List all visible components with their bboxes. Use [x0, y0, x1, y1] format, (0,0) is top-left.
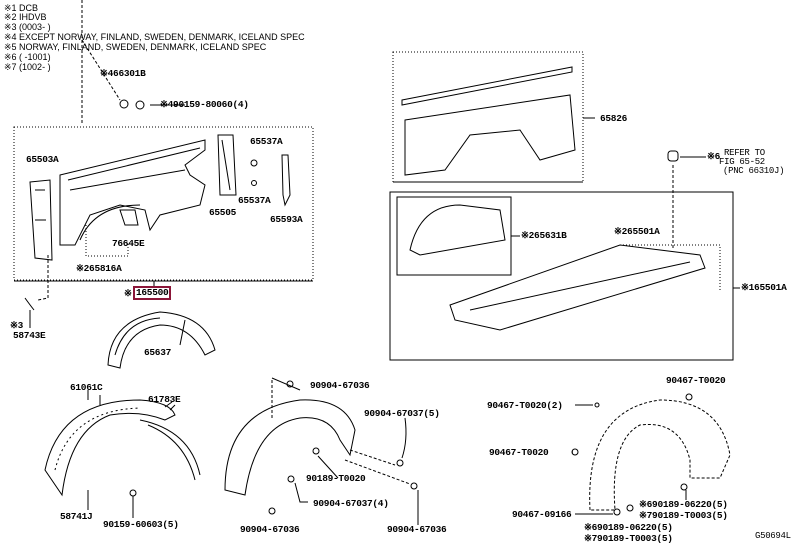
part-label-265631B[interactable]: ※265631B: [521, 230, 567, 241]
refer-note: ※6: [707, 151, 721, 162]
part-label-76645E[interactable]: 76645E: [112, 238, 145, 249]
part-label-90904-67036[interactable]: 90904-67036: [310, 380, 370, 391]
part-label-265501A[interactable]: ※265501A: [614, 226, 660, 237]
part-label-90467-T0020-2[interactable]: 90467-T0020(2): [487, 400, 563, 411]
part-label-165500-prefix: ※: [124, 288, 132, 299]
diagram-code: G50694L: [755, 531, 791, 541]
part-label-90904-67037-5[interactable]: 90904-67037(5): [364, 408, 440, 419]
part-label-58743E[interactable]: 58743E: [13, 330, 46, 341]
part-label-790189-T0003-bottom[interactable]: ※790189-T0003(5): [584, 533, 673, 544]
part-label-65505[interactable]: 65505: [209, 207, 237, 218]
part-note-58743E: ※3: [10, 320, 24, 331]
part-label-65593A[interactable]: 65593A: [270, 214, 303, 225]
part-label-65637[interactable]: 65637: [144, 347, 172, 358]
wheel-liner-rear: [571, 393, 731, 516]
part-label-90904-67036-c[interactable]: 90904-67036: [387, 524, 447, 535]
part-label-90467-T0020-top[interactable]: 90467-T0020: [666, 375, 726, 386]
note-6: ※6 ( -1001): [4, 52, 51, 62]
part-label-90189-T0020[interactable]: 90189-T0020: [306, 473, 366, 484]
note-1: ※1 DCB: [4, 3, 39, 13]
part-label-90159-60603[interactable]: 90159-60603(5): [103, 519, 179, 530]
part-label-265816A[interactable]: ※265816A: [76, 263, 122, 274]
bed-floor-box: [389, 191, 740, 361]
bed-side-box: [392, 51, 595, 183]
note-2: ※2 IHDVB: [4, 12, 47, 22]
wheel-liner-65637: [107, 311, 216, 369]
note-7: ※7 (1002- ): [4, 62, 51, 72]
part-label-61783E[interactable]: 61783E: [148, 394, 181, 405]
panel-65505: [217, 134, 237, 196]
part-label-490159-80060[interactable]: ※490159-80060(4): [160, 99, 249, 110]
part-label-165500-highlighted[interactable]: 165500: [133, 286, 172, 300]
part-label-690189-06220-bottom[interactable]: ※690189-06220(5): [584, 522, 673, 533]
rear-fender-panel: [59, 139, 206, 246]
grommet-65537A-2: [251, 180, 257, 186]
clip-icon: [119, 99, 145, 110]
fender-group-box: [13, 126, 314, 287]
refer-line-2[interactable]: FIG 65-52: [719, 157, 765, 167]
refer-line-1: REFER TO: [724, 148, 765, 158]
strip-65593A: [281, 154, 291, 207]
part-label-90467-09166[interactable]: 90467-09166: [512, 509, 572, 520]
part-label-790189-T0003-right[interactable]: ※790189-T0003(5): [639, 510, 728, 521]
part-label-65537A-2[interactable]: 65537A: [238, 195, 271, 206]
wheel-liner-front: [224, 377, 419, 525]
refer-line-3: (PNC 66310J): [723, 166, 785, 176]
clip-refer: [667, 150, 706, 250]
part-label-65826[interactable]: 65826: [600, 113, 628, 124]
bracket-76645E: [119, 209, 139, 226]
part-label-90467-T0020-mid[interactable]: 90467-T0020: [489, 447, 549, 458]
note-5: ※5 NORWAY, FINLAND, SWEDEN, DENMARK, ICE…: [4, 42, 267, 52]
part-label-165501A[interactable]: ※165501A: [741, 282, 787, 293]
panel-65503A: [29, 179, 53, 261]
part-label-90904-67037-4[interactable]: 90904-67037(4): [313, 498, 389, 509]
part-label-65537A[interactable]: 65537A: [250, 136, 283, 147]
part-label-690189-06220-right[interactable]: ※690189-06220(5): [639, 499, 728, 510]
part-label-65503A[interactable]: 65503A: [26, 154, 59, 165]
part-58743E: [24, 297, 35, 311]
fender-flare-61061C: [44, 390, 201, 518]
part-label-61061C[interactable]: 61061C: [70, 382, 103, 393]
grommet-65537A: [250, 159, 258, 167]
note-4: ※4 EXCEPT NORWAY, FINLAND, SWEDEN, DENMA…: [4, 32, 305, 42]
part-label-90904-67036-b[interactable]: 90904-67036: [240, 524, 300, 535]
part-label-58741J[interactable]: 58741J: [60, 511, 93, 522]
note-3: ※3 (0003- ): [4, 22, 51, 32]
part-label-466301B[interactable]: ※466301B: [100, 68, 146, 79]
